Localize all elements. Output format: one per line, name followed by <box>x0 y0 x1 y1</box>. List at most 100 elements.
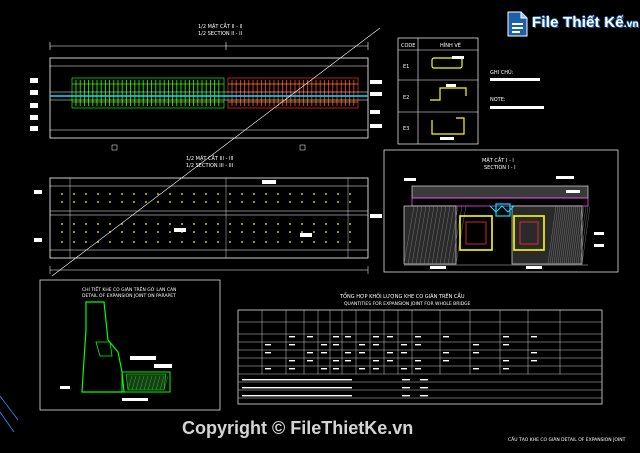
bolt-dot <box>73 201 75 203</box>
plan-section-ii: 1/2 MẶT CẮT II - II 1/2 SECTION II - II <box>30 22 382 151</box>
bolt-dot <box>157 241 159 243</box>
bolt-dot <box>145 241 147 243</box>
hatch-line <box>423 205 435 265</box>
bolt-dot <box>349 231 351 233</box>
cell-mark <box>420 395 428 397</box>
bolt-dot <box>301 201 303 203</box>
hatch-line <box>411 205 423 265</box>
cell-mark <box>373 336 379 338</box>
section-i-title-en: SECTION I - I <box>484 165 516 171</box>
bolt-dot <box>205 241 207 243</box>
bolt-dot <box>241 241 243 243</box>
bolt-dot <box>157 223 159 225</box>
plan-ii-left-labels <box>30 78 38 131</box>
bolt-dot <box>217 193 219 195</box>
cell-mark <box>321 368 327 370</box>
bolt-dot <box>289 201 291 203</box>
hatch-line <box>151 375 157 391</box>
note-label-2: NOTE: <box>490 97 506 103</box>
cell-mark <box>473 352 479 354</box>
cell-mark <box>265 344 271 346</box>
rebar-cage-left <box>459 215 493 251</box>
bolt-dot <box>265 201 267 203</box>
bolt-dot <box>97 231 99 233</box>
bolt-dot <box>349 193 351 195</box>
cell-mark <box>345 352 351 354</box>
cell-mark <box>307 336 313 338</box>
shape-header: HÌNH VẼ <box>440 42 461 49</box>
bolt-dot <box>241 193 243 195</box>
cell-mark <box>401 368 407 370</box>
parapet-detail: CHI TIẾT KHE CO GIÃN TRÊN GỜ LAN CAN DET… <box>39 279 221 411</box>
bolt-pattern <box>61 193 351 243</box>
bolt-dot <box>253 231 255 233</box>
bolt-dot <box>73 231 75 233</box>
cell-mark <box>345 336 351 338</box>
bolt-dot <box>325 223 327 225</box>
cell-mark <box>415 368 421 370</box>
rebar-red-top <box>228 80 358 106</box>
hatch-line <box>415 205 427 265</box>
parapet-hatch <box>127 375 169 391</box>
section-i-detail: MẶT CẮT I - I SECTION I - I <box>383 149 619 273</box>
bolt-dot <box>217 231 219 233</box>
bolt-dot <box>145 193 147 195</box>
code-table: CODE HÌNH VẼ E1 E2 E3 <box>397 37 479 145</box>
cell-mark <box>415 344 421 346</box>
bolt-dot <box>253 201 255 203</box>
bolt-dot <box>265 193 267 195</box>
cell-mark <box>289 360 295 362</box>
bolt-dot <box>181 241 183 243</box>
plan-ii-title: 1/2 MẶT CẮT II - II <box>198 22 242 30</box>
bolt-dot <box>193 241 195 243</box>
hatch-line <box>551 205 561 265</box>
bolt-dot <box>169 231 171 233</box>
cell-mark <box>289 336 295 338</box>
hatch-line <box>159 375 165 391</box>
hatch-line <box>567 205 577 265</box>
hatch-line <box>565 205 575 265</box>
cell-mark <box>420 387 428 389</box>
bolt-dot <box>193 231 195 233</box>
bolt-dot <box>109 223 111 225</box>
cell-mark <box>359 368 365 370</box>
bolt-dot <box>109 201 111 203</box>
brand-logo: File Thiết Kế.vn <box>502 8 639 42</box>
cell-mark <box>503 336 509 338</box>
bolt-dot <box>253 193 255 195</box>
bolt-dot <box>313 193 315 195</box>
cell-mark <box>503 360 509 362</box>
hatch-line <box>579 205 589 265</box>
cell-mark <box>443 352 449 354</box>
bolt-dot <box>73 241 75 243</box>
cell-mark <box>402 379 410 381</box>
hatch-line <box>581 205 591 265</box>
code-header: CODE <box>401 43 415 49</box>
cell-mark <box>333 336 339 338</box>
quantity-grid <box>238 310 602 399</box>
bolt-dot <box>133 193 135 195</box>
bolt-dot <box>265 231 267 233</box>
bolt-dot <box>181 193 183 195</box>
bolt-dot <box>337 241 339 243</box>
hatch-line <box>577 205 587 265</box>
bolt-dot <box>337 193 339 195</box>
note-label-1: GHI CHÚ: <box>490 69 514 76</box>
bolt-dot <box>277 223 279 225</box>
cell-mark <box>373 368 379 370</box>
bolt-dot <box>253 223 255 225</box>
bolt-dot <box>337 231 339 233</box>
hatch-line <box>419 205 431 265</box>
file-icon <box>507 11 528 37</box>
bolt-dot <box>85 231 87 233</box>
parapet-outline <box>81 301 125 393</box>
cell-mark <box>531 352 537 354</box>
bolt-dot <box>193 193 195 195</box>
bolt-dot <box>217 223 219 225</box>
hatch-line <box>135 375 141 391</box>
bolt-dot <box>229 231 231 233</box>
hatch-line <box>155 375 161 391</box>
hatch-line <box>455 205 467 265</box>
bolt-dot <box>169 241 171 243</box>
